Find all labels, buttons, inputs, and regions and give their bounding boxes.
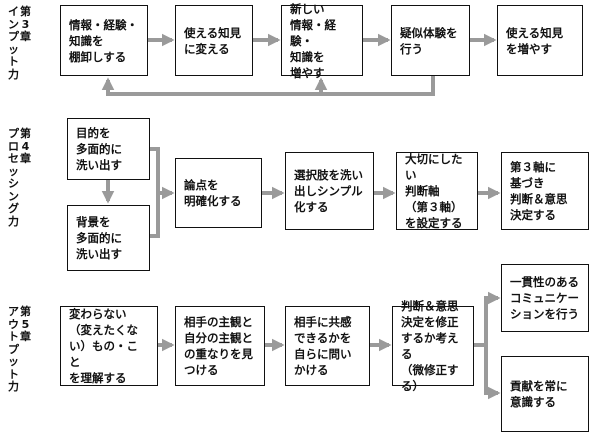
chapter-char: 力: [8, 214, 19, 228]
chapter-char: 3: [21, 17, 30, 31]
step-convert-insights: 使える知見 に変える: [175, 5, 253, 76]
merge-bottom: [150, 180, 160, 238]
chapter-char: ア: [8, 305, 19, 318]
chapter-char: ン: [8, 189, 19, 203]
step-revise-decision: 判断＆意思 決定を修正 するか考える （微修正する）: [392, 299, 474, 393]
step-list-backgrounds: 背景を 多面的に 洗い出す: [67, 205, 150, 271]
chapter-char: プ: [8, 127, 19, 140]
step-set-third-axis: 大切にしたい 判断軸 （第３軸） を設定する: [396, 152, 478, 230]
chapter-char: ト: [8, 330, 19, 343]
chapter-char: 力: [8, 67, 19, 81]
chapter-char: ッ: [8, 355, 19, 368]
chapter-char: 4: [21, 139, 30, 153]
step-list-purposes: 目的を 多面的に 洗い出す: [67, 118, 150, 180]
chapter-char: 第: [20, 127, 31, 140]
step-simplify-options: 選択肢を洗い 出しシンプル 化する: [285, 152, 374, 230]
chapter-char: ウ: [8, 317, 19, 331]
step-find-overlap: 相手の主観と 自分の主観と の重なりを見 つける: [175, 306, 265, 386]
step-clarify-issues: 論点を 明確化する: [175, 158, 262, 228]
chapter-char: 第: [20, 305, 31, 318]
chapter-char: グ: [8, 202, 19, 215]
chapter-char: 5: [21, 317, 30, 331]
chapter-char: 章: [20, 152, 31, 165]
step-decide-by-axis: 第３軸に 基づき 判断＆意思 決定する: [501, 152, 589, 230]
feedback-loop: [101, 76, 435, 96]
chapter-char: 章: [20, 30, 31, 43]
step-understand-unchanging: 変わらない （変えたくな い）もの・こと を理解する: [60, 306, 158, 386]
chapter-char: プ: [8, 342, 19, 356]
chapter-char: 力: [8, 380, 19, 393]
chapter-char: シ: [8, 177, 19, 190]
chapter-char: ロ: [8, 139, 19, 153]
chapter-title: アウトプット力: [8, 306, 19, 394]
chapter-char: セ: [8, 152, 19, 165]
step-simulated-experience: 疑似体験を 行う: [391, 5, 470, 76]
arrow-r3-up: [484, 291, 501, 345]
chapter-title: インプット力: [8, 6, 19, 81]
arrow-r3-down: [484, 345, 501, 400]
chapter-char: 章: [20, 330, 31, 343]
chapter-char: プ: [8, 30, 19, 43]
chapter-char: ト: [8, 367, 19, 381]
chapter-char: 第: [20, 5, 31, 18]
chapter-title: プロセッシング力: [8, 128, 19, 228]
step-increase-knowledge: 新しい 情報・経験・ 知識を 増やす: [281, 2, 363, 80]
step-ask-empathy: 相手に共感 できるかを 自らに問い かける: [285, 306, 370, 386]
chapter-char: ト: [8, 55, 19, 68]
chapter-char: ッ: [8, 164, 19, 178]
chapter-char: ッ: [8, 42, 19, 56]
step-inventory-knowledge: 情報・経験・ 知識を 棚卸しする: [60, 5, 148, 76]
chapter-char: イ: [8, 5, 19, 18]
chapter-char: ン: [8, 17, 19, 31]
step-consistent-communication: 一貫性のある コミュニケー ションを行う: [501, 264, 589, 332]
step-increase-insights: 使える知見 を増やす: [497, 5, 583, 76]
step-mindful-contribution: 貢献を常に 意識する: [501, 356, 589, 432]
